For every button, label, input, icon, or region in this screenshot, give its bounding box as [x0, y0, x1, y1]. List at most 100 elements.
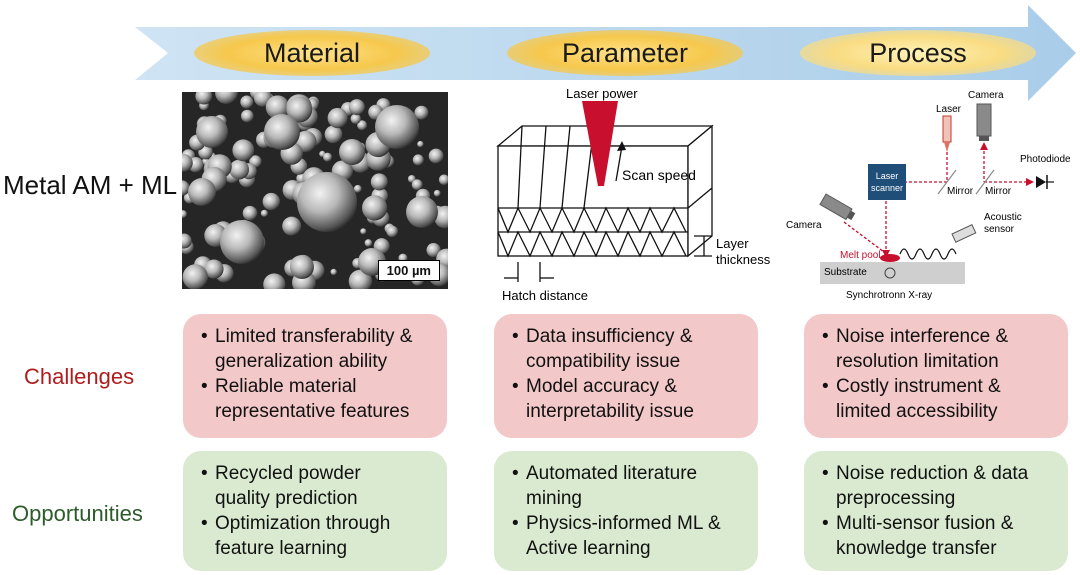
powder-particle	[264, 114, 300, 150]
powder-particle	[414, 105, 429, 120]
label-scanner-2: scanner	[871, 183, 903, 193]
powder-particle	[339, 139, 365, 165]
powder-particle	[196, 116, 228, 148]
powder-particle	[188, 178, 216, 206]
powder-particle	[232, 139, 255, 162]
powder-particle	[438, 174, 448, 186]
powder-particle	[406, 196, 438, 228]
powder-particle	[426, 243, 441, 258]
label-scan-speed: Scan speed	[622, 167, 696, 183]
powder-particle	[417, 140, 424, 148]
label-laser-power: Laser power	[566, 86, 638, 101]
row-label-opportunities: Opportunities	[12, 501, 143, 526]
label-scanner-1: Laser	[876, 171, 899, 181]
powder-particle	[357, 120, 368, 131]
powder-particle	[375, 105, 419, 149]
label-layer-2: thickness	[716, 252, 771, 267]
powder-particle	[195, 92, 213, 105]
powder-particle	[265, 95, 290, 119]
label-mirror-1: Mirror	[947, 186, 974, 197]
opportunity-parameter-item-2: Physics-informed ML &Active learning	[512, 511, 746, 561]
powder-particle	[412, 154, 424, 166]
stage-process: Process	[869, 37, 967, 68]
label-acoustic-2: sensor	[984, 224, 1015, 235]
powder-particle	[182, 264, 208, 289]
process-diagram: Laser Camera Mirror Mirror Photodiode La…	[786, 90, 1071, 301]
powder-particle	[360, 228, 367, 235]
powder-particle	[220, 220, 264, 264]
powder-particle	[324, 125, 343, 144]
label-substrate: Substrate	[824, 267, 867, 278]
label-mirror-2: Mirror	[985, 186, 1012, 197]
powder-particle	[290, 255, 314, 279]
stage-oval-material	[194, 30, 430, 76]
challenge-parameter-item-2: Model accuracy &interpretability issue	[512, 374, 746, 424]
challenge-process-item-1: Noise interference &resolution limitatio…	[822, 324, 1056, 374]
label-camera-top: Camera	[968, 90, 1004, 101]
substrate	[820, 262, 965, 284]
powder-particle	[242, 205, 258, 221]
powder-particle	[362, 195, 388, 221]
scale-bar: 100 µm	[377, 260, 440, 281]
powder-particle	[297, 172, 357, 232]
workflow-arrow	[135, 5, 1076, 101]
powder-particle	[182, 233, 192, 249]
challenge-box-parameter: Data insufficiency &compatibility issue …	[494, 314, 758, 438]
powder-particle	[240, 95, 254, 109]
powder-particle	[370, 173, 388, 191]
powder-particle	[182, 154, 193, 172]
row-label-main: Metal AM + ML	[3, 170, 178, 200]
powder-particle	[282, 216, 302, 236]
powder-particle	[411, 179, 423, 191]
powder-particle	[364, 239, 373, 247]
label-melt-pool: Melt pool	[840, 250, 881, 261]
laser-beam	[582, 101, 618, 186]
label-hatch-distance: Hatch distance	[502, 288, 588, 303]
powder-particle	[241, 109, 254, 123]
powder-particle	[182, 180, 190, 196]
powder-particle	[286, 96, 313, 123]
melt-pool	[880, 254, 900, 262]
challenge-parameter-item-1: Data insufficiency &compatibility issue	[512, 324, 746, 374]
stage-oval-process	[800, 30, 1036, 76]
powder-particle	[323, 152, 332, 162]
powder-particle	[327, 107, 348, 129]
label-camera-left: Camera	[786, 220, 822, 231]
xray-icon	[884, 267, 896, 279]
challenge-box-process: Noise interference &resolution limitatio…	[804, 314, 1068, 438]
row-label-challenges: Challenges	[24, 364, 135, 389]
challenge-process-item-2: Costly instrument &limited accessibility	[822, 374, 1056, 424]
powder-particle	[229, 159, 250, 180]
stage-material: Material	[263, 37, 361, 68]
stage-oval-parameter	[507, 30, 743, 76]
powder-particle	[353, 184, 362, 193]
laser-scanner-box	[868, 164, 906, 200]
label-photodiode: Photodiode	[1020, 154, 1071, 165]
powder-particle	[260, 209, 268, 217]
parameter-diagram: Laser power Scan speed Layer thickness H…	[496, 86, 771, 303]
powder-particle	[386, 225, 398, 238]
powder-sem-image: 100 µm	[182, 92, 448, 289]
opportunity-process-item-2: Multi-sensor fusion &knowledge transfer	[822, 511, 1056, 561]
label-xray: Synchrotronn X-ray	[846, 290, 932, 301]
challenge-box-material: Limited transferability &generalization …	[183, 314, 447, 438]
powder-particle	[348, 99, 365, 116]
label-laser-top: Laser	[936, 104, 962, 115]
label-acoustic-1: Acoustic	[984, 212, 1022, 223]
stage-parameter: Parameter	[561, 37, 689, 68]
powder-particle	[263, 273, 286, 289]
powder-particle	[350, 113, 361, 124]
powder-particle	[330, 268, 337, 276]
powder-particle	[433, 189, 441, 197]
label-layer-1: Layer	[716, 236, 749, 251]
powder-particle	[262, 192, 280, 211]
powder-particle	[215, 92, 238, 104]
